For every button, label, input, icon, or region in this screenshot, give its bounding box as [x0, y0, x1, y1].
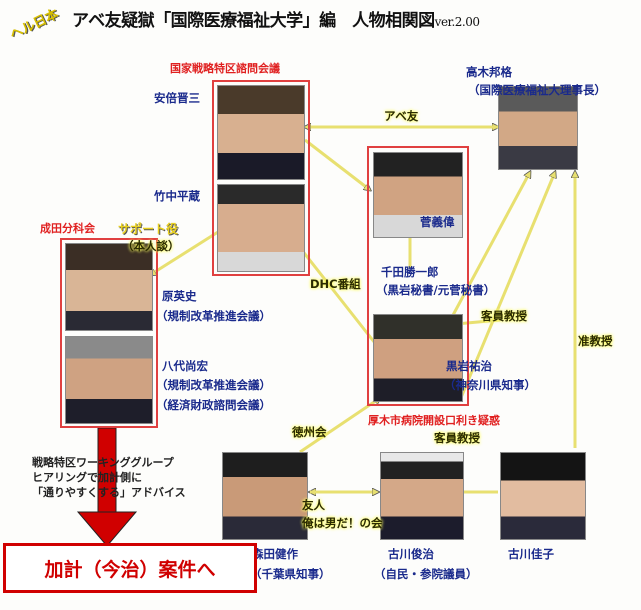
name-takagi: 高木邦格	[466, 65, 512, 79]
arrow-tokushukai	[299, 398, 380, 454]
arrow-abe-suga	[304, 138, 370, 190]
group-council-label: 国家戦略特区諮問会議	[170, 62, 280, 75]
rel-friend: 友人	[302, 498, 325, 512]
case-arrow-head	[76, 511, 138, 547]
page-title: アベ友疑獄「国際医療福祉大学」編 人物相関図ver.2.00	[72, 6, 480, 31]
photo-yashiro	[65, 336, 153, 424]
photo-suga	[373, 152, 463, 238]
group-atsugi-box	[367, 146, 469, 406]
name-hara: 原英史	[162, 289, 197, 303]
arrow-dhc	[288, 234, 382, 352]
rel-tokushukai: 徳州会	[292, 425, 327, 439]
rel-support-note: （本人談）	[122, 239, 180, 253]
advice-line-2: ヒアリングで加計側に	[32, 471, 142, 484]
name-senda: 千田勝一郎	[381, 265, 439, 279]
arrow-kuroiwa-takagi	[443, 172, 530, 331]
group-atsugi-label: 厚木市病院開設口利き疑惑	[368, 414, 500, 427]
name-furukawa-k: 古川佳子	[508, 547, 554, 561]
photo-furukawa-k	[500, 452, 586, 540]
title-text: アベ友疑獄「国際医療福祉大学」編 人物相関図	[72, 11, 435, 31]
name-kuroiwa: 黒岩祐治	[446, 359, 492, 373]
group-narita-label: 成田分科会	[40, 222, 95, 235]
group-narita-box	[60, 238, 158, 428]
rel-assoc-prof: 准教授	[578, 334, 613, 348]
arrow-atsugi-takagi	[458, 172, 555, 401]
rel-ore-no-kai: 俺は男だ！の会	[302, 516, 383, 530]
rel-guest-prof-1: 客員教授	[481, 309, 527, 323]
photo-hara	[65, 243, 153, 331]
name-suga: 菅義偉	[420, 215, 455, 229]
name-yashiro: 八代尚宏	[162, 359, 208, 373]
photo-takagi	[498, 86, 578, 170]
photo-furukawa-t	[380, 452, 464, 540]
role-takagi: （国際医療福祉大理事長）	[468, 83, 606, 97]
advice-note: 戦略特区ワーキンググループ ヒアリングで加計側に 「通りやすくする」アドバイス	[32, 455, 186, 500]
role-furukawa-t: （自民・参院議員）	[374, 567, 478, 581]
photo-kuroiwa	[373, 314, 463, 402]
version-label: ver.2.00	[434, 15, 480, 29]
role-yashiro-1: （規制改革推進会議）	[156, 378, 271, 392]
rel-dhc: DHC番組	[310, 277, 361, 291]
advice-line-1: 戦略特区ワーキンググループ	[32, 456, 174, 469]
group-council-box	[212, 80, 310, 276]
photo-morita	[222, 452, 308, 540]
role-morita: （千葉県知事）	[250, 567, 331, 581]
photo-abe	[217, 85, 305, 180]
arrow-support	[150, 230, 219, 275]
rel-support: サポート役	[118, 222, 179, 236]
name-takenaka: 竹中平蔵	[154, 189, 200, 203]
rel-guest-prof-2: 客員教授	[434, 431, 480, 445]
advice-line-3: 「通りやすくする」アドバイス	[32, 486, 186, 499]
role-hara: （規制改革推進会議）	[156, 309, 271, 323]
rel-abe-tomo: アベ友	[384, 109, 419, 123]
name-abe: 安倍晋三	[154, 91, 200, 105]
name-furukawa-t: 古川俊治	[388, 547, 434, 561]
role-kuroiwa: （神奈川県知事）	[444, 378, 536, 392]
role-yashiro-2: （経済財政諮問会議）	[156, 398, 271, 412]
name-morita: 森田健作	[252, 547, 298, 561]
case-box: 加計（今治）案件へ	[3, 543, 257, 593]
role-senda: （黒岩秘書/元菅秘書）	[376, 283, 496, 297]
photo-takenaka	[217, 184, 305, 272]
